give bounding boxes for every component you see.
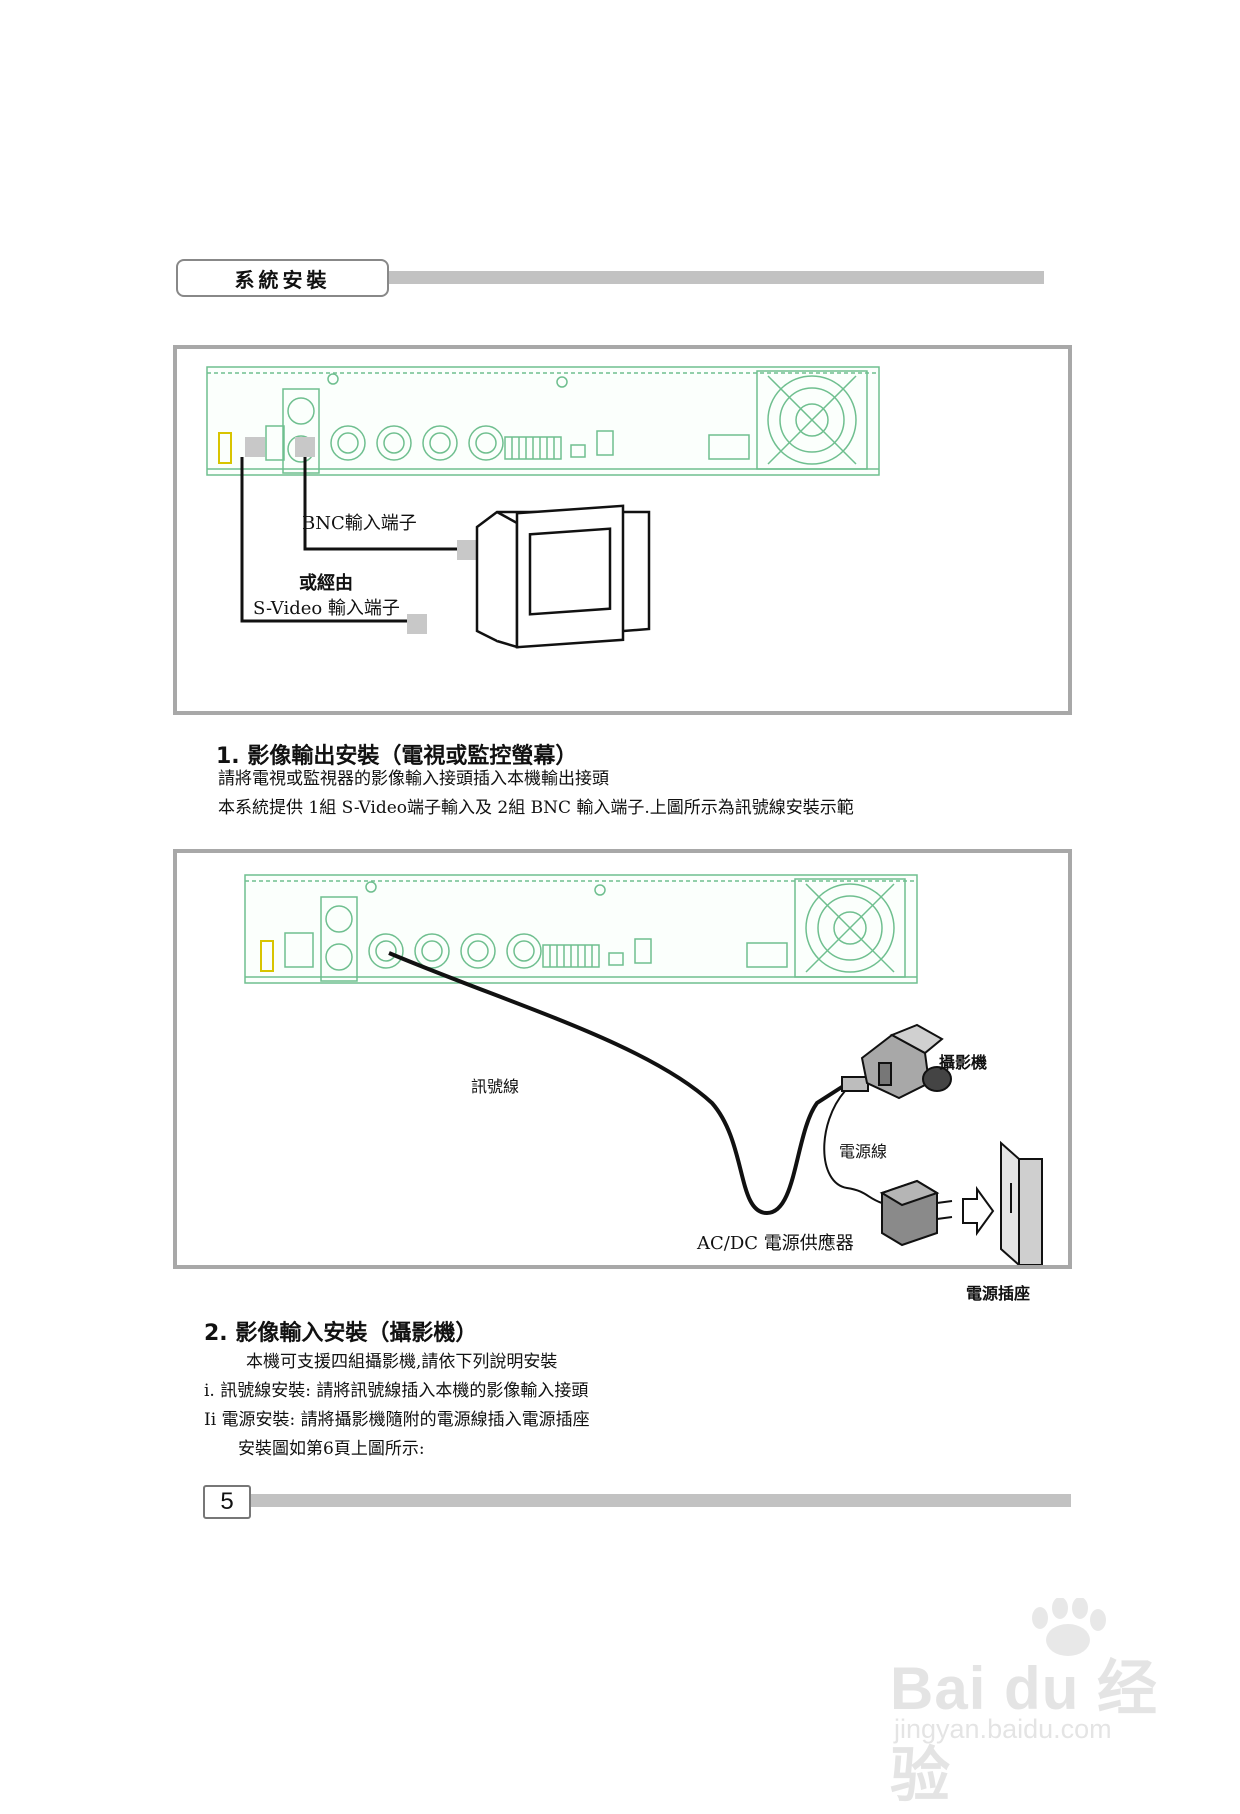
dvr-rear-panel bbox=[206, 366, 880, 476]
section1-title-text: 影像輸出安裝（電視或監控螢幕） bbox=[247, 743, 578, 769]
video-input-diagram bbox=[244, 874, 1043, 1265]
dvr-rear-panel bbox=[244, 874, 918, 984]
section2-line: Ii 電源安裝: 請將攝影機隨附的電源線插入電源插座 bbox=[204, 1410, 590, 1430]
header-rule bbox=[389, 271, 1044, 284]
section2-line: i. 訊號線安裝: 請將訊號線插入本機的影像輸入接頭 bbox=[204, 1381, 589, 1401]
section2-number: 2. bbox=[204, 1321, 228, 1346]
outlet-label: 電源插座 bbox=[966, 1284, 1031, 1303]
section-header-title: 系統安裝 bbox=[234, 267, 331, 292]
bnc-cable bbox=[303, 457, 459, 551]
signal-cable bbox=[388, 951, 847, 1216]
section2-title: 2. 影像輸入安裝（攝影機） bbox=[204, 1315, 477, 1347]
camera-label: 攝影機 bbox=[939, 1053, 988, 1072]
footer-rule bbox=[251, 1494, 1071, 1507]
svideo-connector bbox=[245, 437, 265, 457]
section2-line: 本機可支援四組攝影機,請依下列說明安裝 bbox=[246, 1352, 558, 1372]
power-cable bbox=[823, 1090, 883, 1204]
bnc-input-label: BNC輸入端子 bbox=[302, 513, 417, 534]
power-cable-label: 電源線 bbox=[839, 1142, 888, 1161]
paw-icon bbox=[1032, 1598, 1106, 1656]
section1-line: 請將電視或監視器的影像輸入接頭插入本機輸出接頭 bbox=[218, 769, 609, 789]
section-header-tab: 系統安裝 bbox=[176, 259, 389, 297]
section1-number: 1. bbox=[216, 744, 240, 769]
section1-body: 請將電視或監視器的影像輸入接頭插入本機輸出接頭 本系統提供 1組 S-Video… bbox=[218, 765, 854, 823]
or-via-label: 或經由 bbox=[299, 573, 353, 594]
section2-body: 本機可支援四組攝影機,請依下列說明安裝 i. 訊號線安裝: 請將訊號線插入本機的… bbox=[204, 1348, 590, 1464]
page-number-box: 5 bbox=[203, 1485, 251, 1519]
watermark: Bai du 经验 jingyan.baidu.com bbox=[890, 1598, 1210, 1809]
monitor-icon bbox=[475, 504, 651, 649]
adapter-label: AC/DC 電源供應器 bbox=[697, 1233, 854, 1254]
svideo-input-label: S-Video 輸入端子 bbox=[253, 598, 400, 619]
power-switch bbox=[260, 940, 274, 972]
svideo-cable bbox=[240, 457, 409, 623]
monitor-bnc-plug bbox=[457, 540, 477, 560]
section1-title: 1. 影像輸出安裝（電視或監控螢幕） bbox=[216, 738, 577, 770]
section1-line: 本系統提供 1組 S-Video端子輸入及 2組 BNC 輸入端子.上圖所示為訊… bbox=[218, 798, 854, 818]
bnc-connector bbox=[295, 437, 315, 457]
figure-video-output: BNC輸入端子 或經由 S-Video 輸入端子 bbox=[173, 345, 1072, 715]
watermark-url: jingyan.baidu.com bbox=[894, 1714, 1112, 1744]
signal-cable-label: 訊號線 bbox=[471, 1077, 520, 1096]
wall-outlet-icon bbox=[1000, 1140, 1043, 1265]
video-output-diagram bbox=[206, 366, 880, 649]
arrow-icon bbox=[962, 1185, 995, 1237]
section2-line: 安裝圖如第6頁上圖所示: bbox=[238, 1439, 425, 1459]
section2-title-text: 影像輸入安裝（攝影機） bbox=[235, 1320, 478, 1346]
monitor-svideo-plug bbox=[407, 614, 427, 634]
figure-video-input: 訊號線 攝影機 電源線 AC/DC 電源供應器 bbox=[173, 849, 1072, 1269]
power-switch bbox=[218, 432, 232, 464]
camera-icon bbox=[841, 1023, 952, 1100]
page-number: 5 bbox=[220, 1488, 234, 1515]
power-adapter-icon bbox=[879, 1179, 953, 1247]
